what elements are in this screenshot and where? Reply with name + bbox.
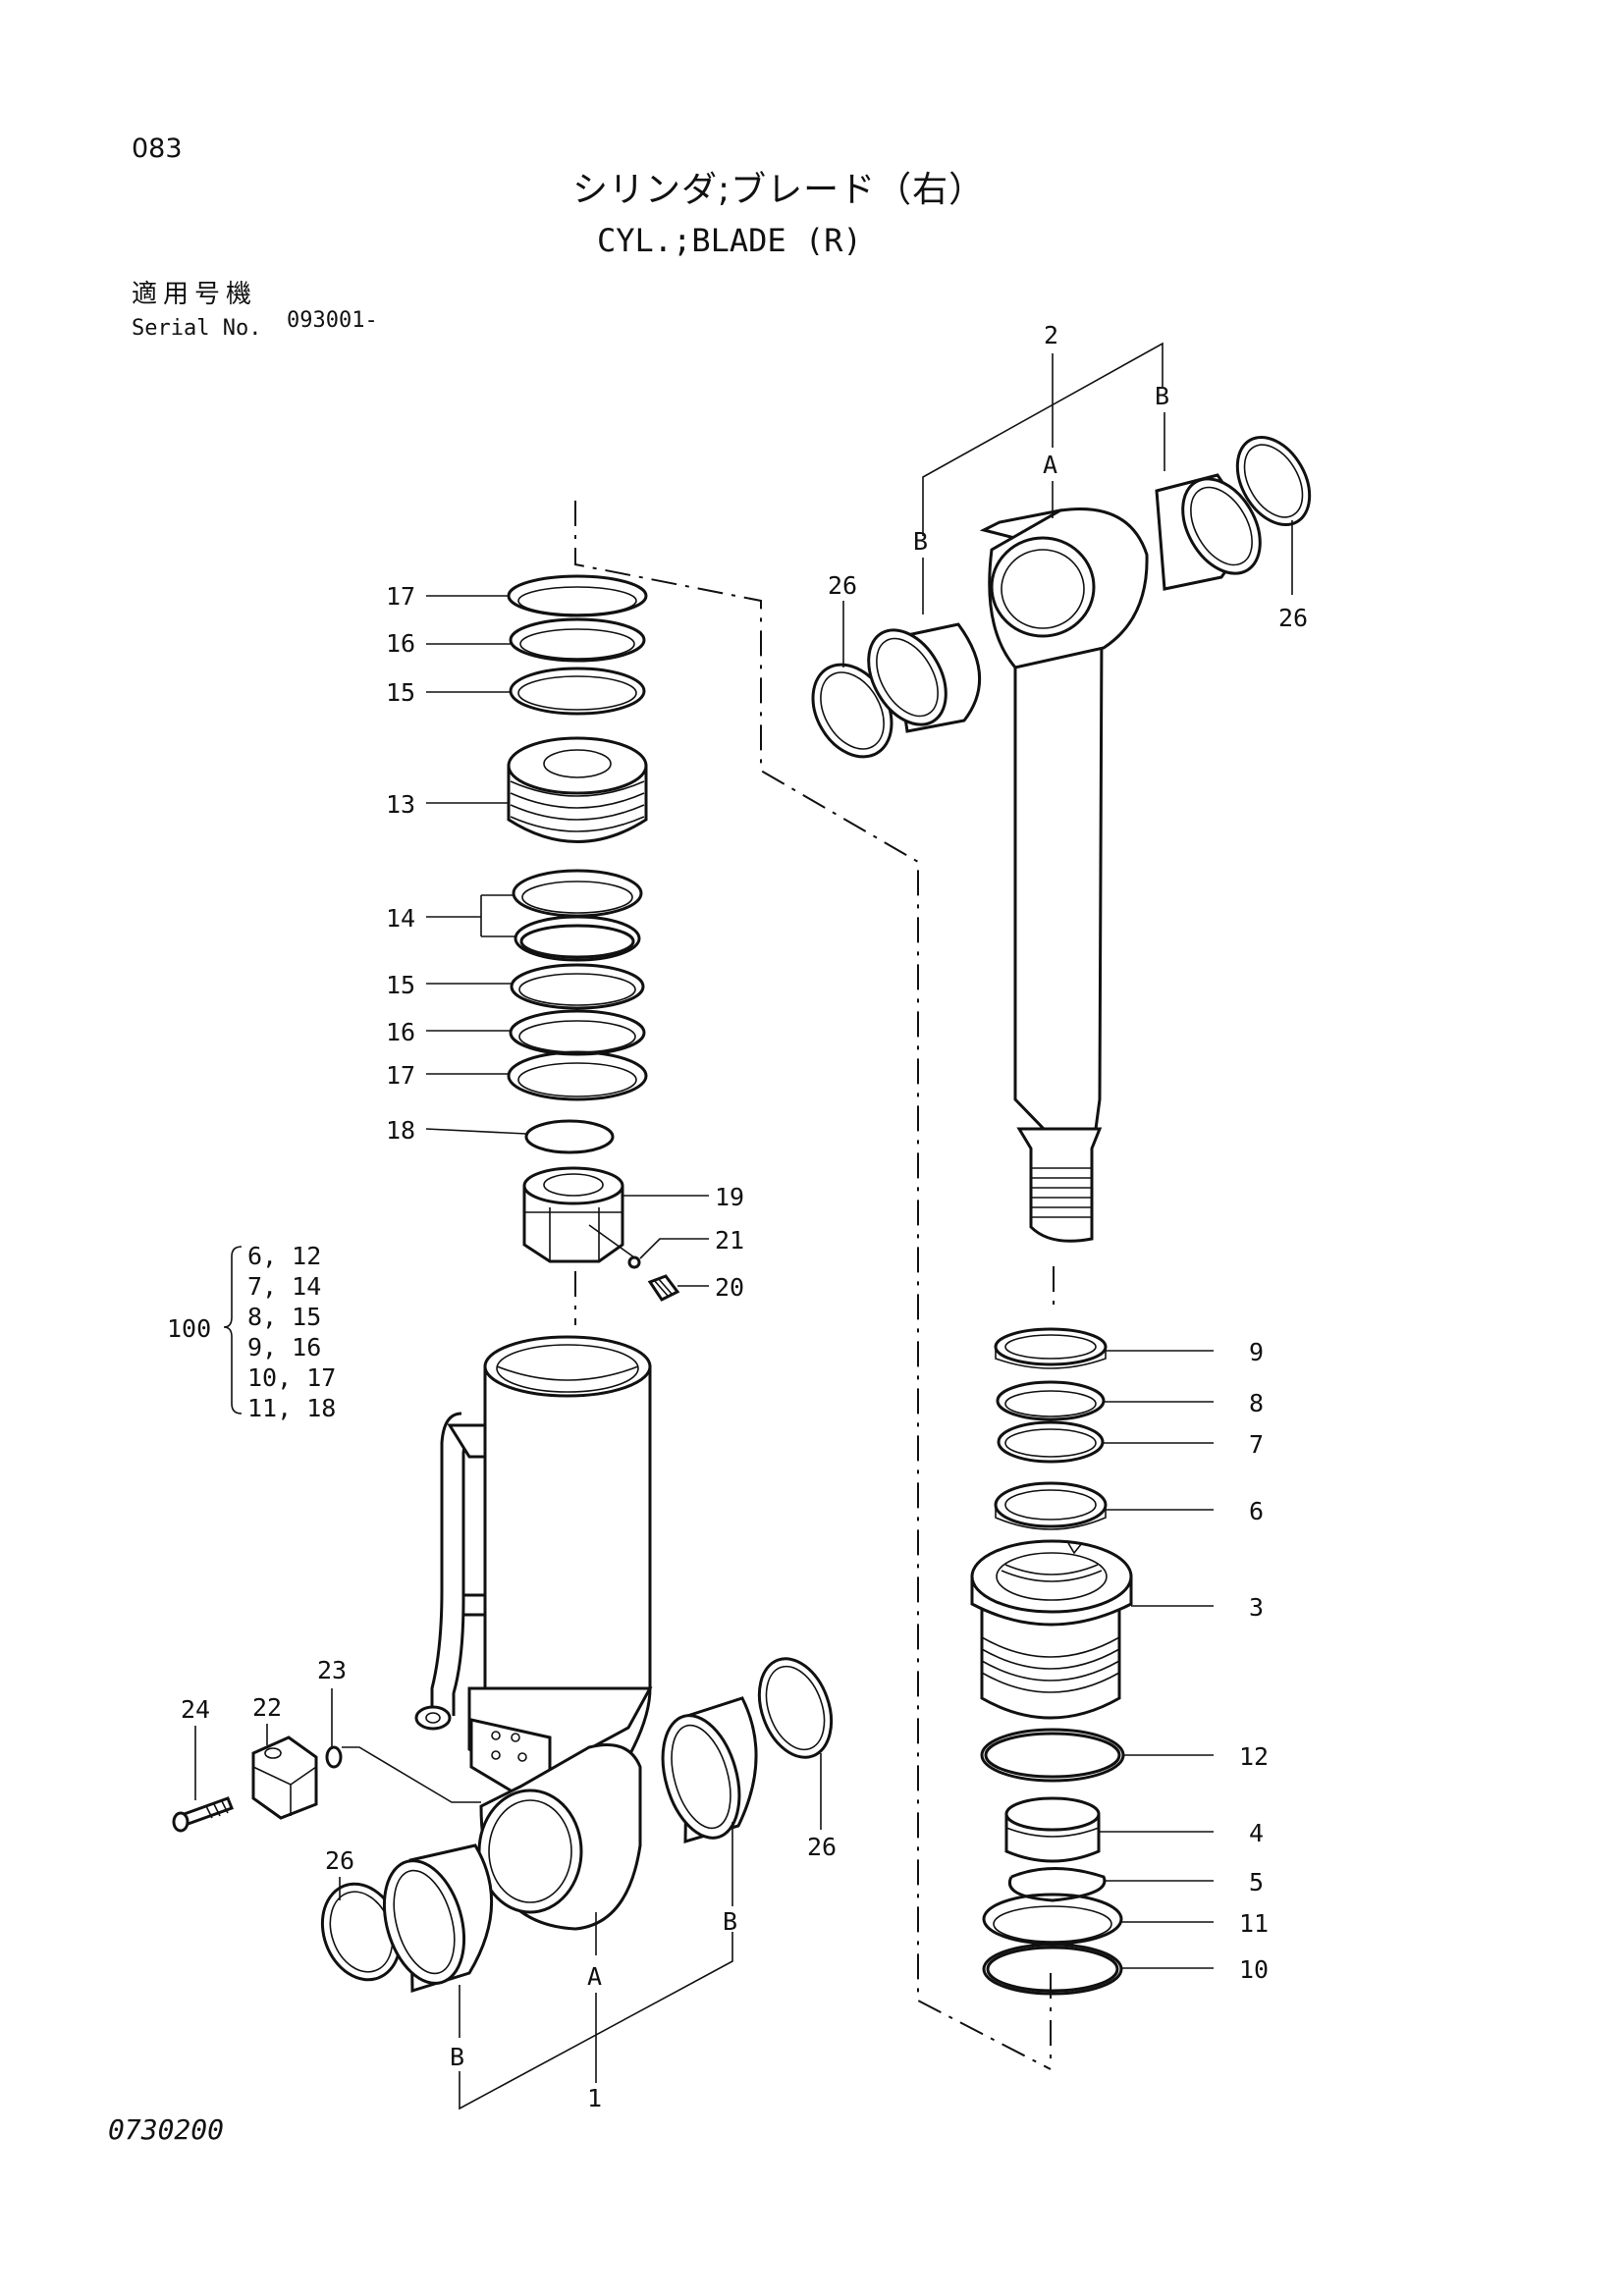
- serial-label-japanese: 適用号機: [132, 280, 258, 309]
- callout-24: 24: [181, 1695, 210, 1724]
- callout-16-bottom: 16: [386, 1018, 415, 1046]
- callout-18: 18: [386, 1116, 415, 1145]
- ring-16-bottom: [509, 1009, 646, 1056]
- snap-ring-5: [1008, 1867, 1107, 1902]
- ring-14-pair: [512, 869, 643, 962]
- kit-row: 9, 16: [247, 1333, 321, 1362]
- callout-15-top: 15: [386, 678, 415, 707]
- gland-3: [970, 1539, 1133, 1720]
- callout-19: 19: [715, 1183, 744, 1211]
- callout-14: 14: [386, 904, 415, 933]
- piston-13: [507, 736, 648, 843]
- callout-26-top-right: 26: [1278, 604, 1308, 632]
- block-22: [251, 1735, 318, 1820]
- ring-9: [994, 1327, 1108, 1369]
- callout-26-bottom-right: 26: [807, 1833, 837, 1861]
- ring-15-bottom: [510, 963, 645, 1010]
- leader-lines-bottom: [339, 1753, 822, 2110]
- callout-9: 9: [1249, 1338, 1264, 1366]
- page-number: 083: [132, 133, 183, 164]
- ring-7: [997, 1420, 1105, 1464]
- kit-row: 11, 18: [247, 1394, 336, 1422]
- serial-value: 093001-: [287, 308, 378, 333]
- callout-12: 12: [1239, 1742, 1269, 1771]
- callout-16-top: 16: [386, 629, 415, 658]
- callout-1: 1: [587, 2084, 602, 2112]
- ring-15-top: [509, 667, 646, 716]
- washer-18: [524, 1119, 615, 1154]
- callout-20: 20: [715, 1273, 744, 1302]
- callout-5: 5: [1249, 1868, 1264, 1896]
- kit-number-100: 100: [167, 1314, 211, 1343]
- callout-26-top-left: 26: [828, 571, 857, 600]
- callout-11: 11: [1239, 1909, 1269, 1938]
- ring-17-bottom: [507, 1050, 648, 1101]
- callout-7: 7: [1249, 1430, 1264, 1459]
- bushing-4: [1004, 1796, 1101, 1863]
- nut-19: [522, 1166, 624, 1263]
- callout-3: 3: [1249, 1593, 1264, 1622]
- kit-row: 8, 15: [247, 1303, 321, 1331]
- ring-6: [994, 1481, 1108, 1530]
- callout-B-top-right: B: [1155, 382, 1169, 410]
- callout-A-bottom: A: [587, 1962, 602, 1991]
- ring-8: [996, 1380, 1106, 1421]
- bushing-top-left: [867, 622, 982, 733]
- callout-8: 8: [1249, 1389, 1264, 1417]
- callout-B-bottom-left: B: [450, 2043, 464, 2071]
- callout-17-bottom: 17: [386, 1061, 415, 1090]
- ring-16-top: [509, 617, 646, 663]
- serial-label-english: Serial No.: [132, 316, 262, 341]
- piston-rod-2: [979, 507, 1149, 1243]
- callout-15-bottom: 15: [386, 971, 415, 999]
- leader-lines-left: [425, 595, 709, 1287]
- callout-10: 10: [1239, 1955, 1269, 1984]
- callout-13: 13: [386, 790, 415, 819]
- callout-21: 21: [715, 1226, 744, 1255]
- set-screw-20: [647, 1274, 680, 1302]
- kit-row: 10, 17: [247, 1363, 336, 1392]
- bushing-bottom-right: [661, 1696, 758, 1844]
- title-english: CYL.;BLADE (R): [597, 222, 862, 259]
- title-japanese: シリンダ;ブレード（右）: [572, 170, 986, 210]
- cylinder-tube-1: [414, 1335, 653, 1931]
- callout-6: 6: [1249, 1497, 1264, 1525]
- ring-17-top: [507, 574, 648, 617]
- callout-2: 2: [1044, 321, 1058, 349]
- oring-23: [325, 1745, 343, 1769]
- callout-23: 23: [317, 1656, 347, 1684]
- bushing-bottom-left: [382, 1843, 494, 1994]
- drawing-number: 0730200: [108, 2113, 225, 2146]
- callout-B-top-left: B: [913, 527, 928, 556]
- oring-12: [980, 1728, 1125, 1783]
- ball-21: [627, 1255, 641, 1269]
- bushing-top-right: [1155, 473, 1262, 591]
- kit-brace: [223, 1246, 243, 1415]
- assembly-dash-line-main: [574, 501, 1052, 2070]
- kit-row: 7, 14: [247, 1272, 321, 1301]
- leader-lines-top: [842, 342, 1293, 667]
- callout-A-top: A: [1043, 451, 1057, 479]
- callout-26-bottom-left: 26: [325, 1846, 354, 1875]
- bolt-24: [172, 1796, 234, 1833]
- seal-26-bottom-right: [757, 1657, 834, 1759]
- oring-10: [982, 1943, 1123, 1996]
- leader-lines-right: [1099, 1350, 1214, 1969]
- callout-22: 22: [252, 1693, 282, 1722]
- callout-17-top: 17: [386, 582, 415, 611]
- kit-row: 6, 12: [247, 1242, 321, 1270]
- leader-lines-fitting: [194, 1688, 481, 1803]
- seal-26-top-right: [1235, 435, 1312, 527]
- callout-B-bottom-right: B: [723, 1907, 737, 1936]
- callout-4: 4: [1249, 1819, 1264, 1847]
